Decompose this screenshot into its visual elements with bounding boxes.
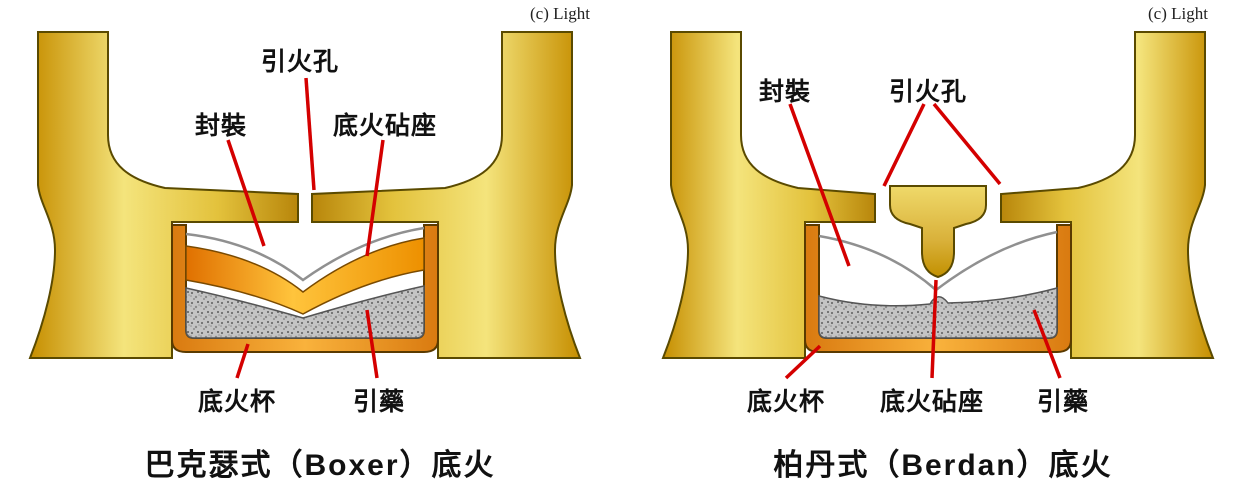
boxer-anvil-label: 底火砧座: [332, 112, 438, 140]
boxer-case-left-section: [28, 31, 299, 359]
boxer-flash-hole-pointer: [304, 77, 316, 191]
boxer-diagram: [28, 31, 582, 379]
berdan-flash-hole-label: 引火孔: [888, 78, 968, 106]
boxer-flash-hole-label: 引火孔: [260, 48, 340, 76]
boxer-seal-line: [185, 226, 425, 282]
berdan-flash-hole-pointer-right: [932, 102, 1002, 186]
berdan-cup-pointer: [784, 344, 822, 380]
berdan-compound-pointer: [1032, 309, 1062, 379]
boxer-seal-pointer: [226, 139, 266, 247]
copyright-right: (c) Light: [1148, 4, 1208, 23]
boxer-priming-compound: [185, 285, 425, 339]
boxer-caption: 巴克瑟式（Boxer）底火: [144, 449, 496, 482]
berdan-diagram: [661, 31, 1215, 380]
berdan-seal-pointer: [788, 103, 851, 267]
berdan-flash-hole-pointer-left: [882, 103, 926, 187]
berdan-anvil-pointer: [930, 279, 938, 379]
berdan-case-right-section: [1000, 31, 1215, 359]
berdan-anvil-label: 底火砧座: [879, 388, 985, 416]
berdan-compound-label: 引藥: [1036, 388, 1090, 416]
berdan-seal-label: 封裝: [758, 78, 812, 106]
berdan-caption: 柏丹式（Berdan）底火: [773, 449, 1113, 482]
berdan-anvil: [889, 185, 987, 279]
boxer-compound-pointer: [365, 309, 379, 379]
berdan-priming-compound: [818, 287, 1058, 339]
boxer-cup-label: 底火杯: [197, 388, 277, 416]
boxer-seal-label: 封裝: [194, 112, 248, 140]
boxer-cup-pointer: [235, 343, 250, 379]
boxer-anvil: [185, 237, 425, 315]
berdan-cup-label: 底火杯: [746, 388, 826, 416]
boxer-case-right-section: [311, 31, 582, 359]
boxer-anvil-pointer: [365, 139, 385, 257]
berdan-case-left-section: [661, 31, 876, 359]
boxer-compound-label: 引藥: [352, 388, 406, 416]
copyright-left: (c) Light: [530, 4, 590, 23]
